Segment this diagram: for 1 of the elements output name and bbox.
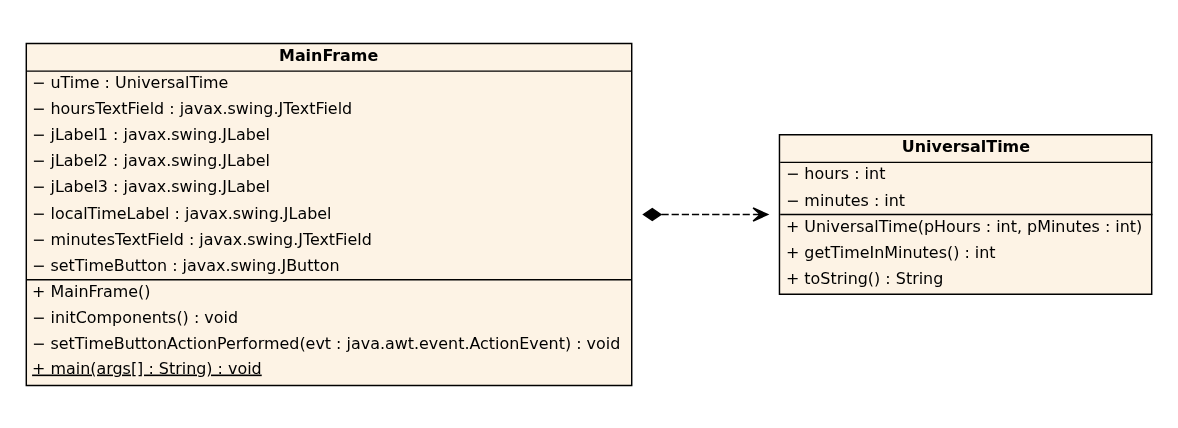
arrow	[642, 206, 769, 222]
